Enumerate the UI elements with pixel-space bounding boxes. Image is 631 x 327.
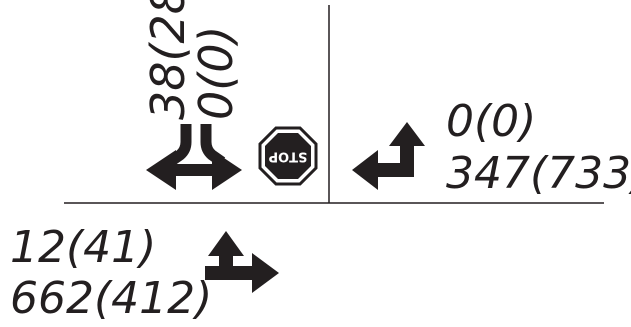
left-through-arrow-icon (352, 122, 425, 190)
southbound-volume-line2: 0(0) (189, 26, 243, 120)
left-right-turn-arrow-icon (146, 124, 242, 190)
westbound-volume-line2: 347(733) (446, 148, 631, 199)
through-right-arrow-icon (205, 231, 279, 293)
westbound-volumes: 0(0) 347(733) (446, 96, 631, 199)
eastbound-volumes: 12(41) 662(412) (10, 222, 212, 324)
eastbound-volume-line2: 662(412) (10, 273, 212, 324)
stop-sign-label: STOP (269, 149, 308, 164)
stop-sign-icon: STOP (258, 126, 318, 186)
eastbound-volume-line1: 12(41) (10, 222, 156, 273)
southbound-volumes: 38(28) 0(0) (141, 0, 243, 120)
southbound-volume-line1: 38(28) (141, 0, 195, 120)
westbound-volume-line1: 0(0) (446, 96, 536, 147)
